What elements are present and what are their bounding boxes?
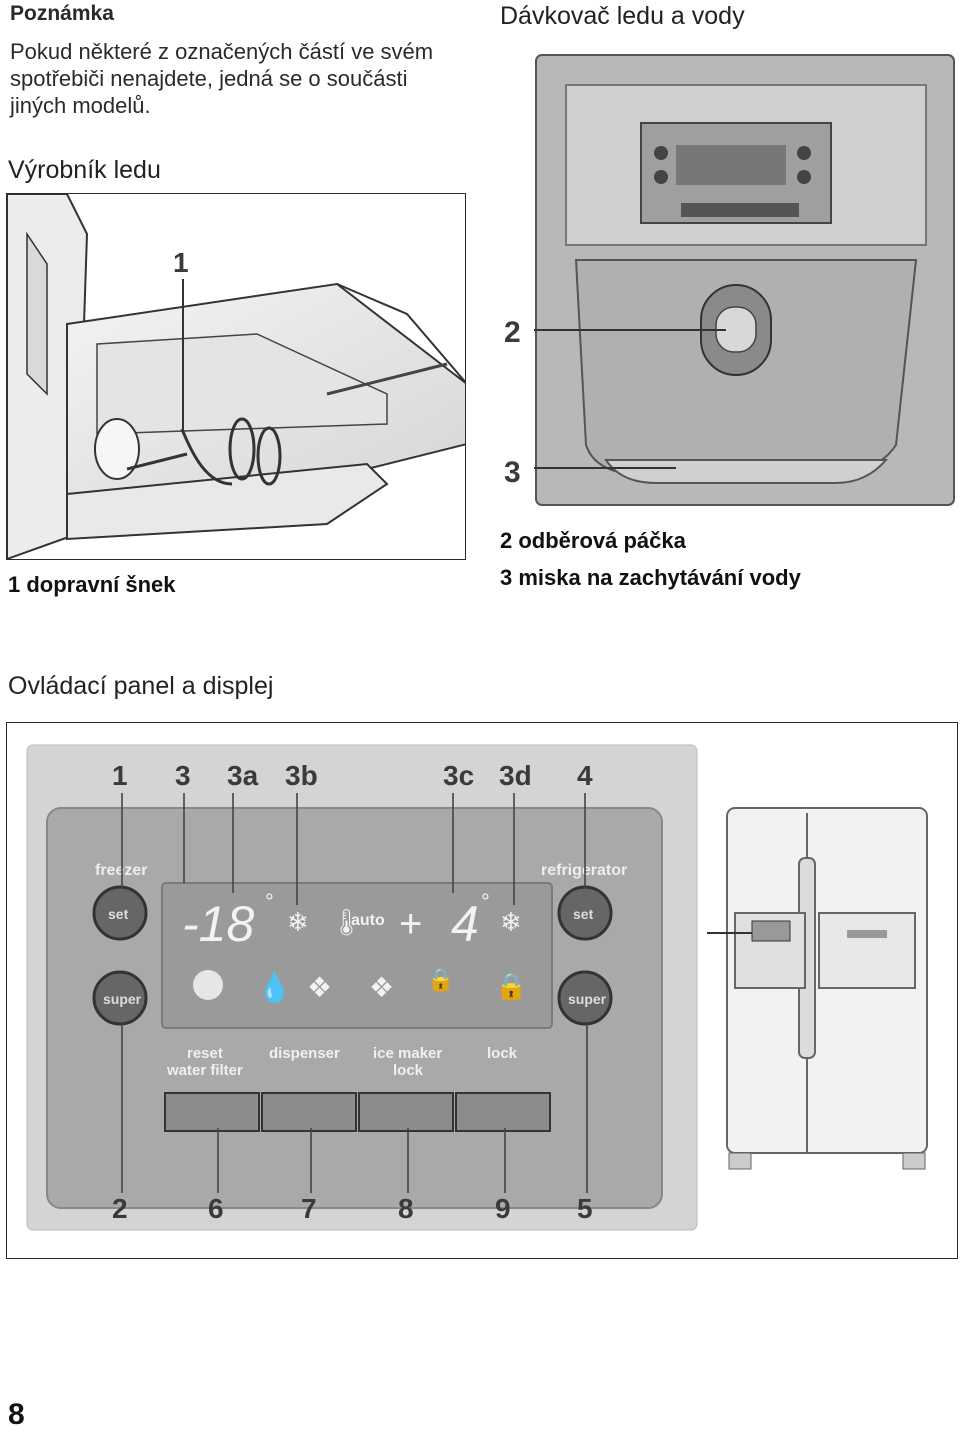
note-text: Pokud některé z označených částí ve svém…	[10, 38, 490, 119]
super-label: super	[103, 991, 142, 1007]
control-panel-illustration: 1 3 3a 3b 3c 3d 4 freezer refrigerator s…	[26, 744, 928, 1231]
callout-label: 2	[112, 1193, 128, 1224]
reset-water-filter-button[interactable]	[164, 1092, 260, 1132]
fridge-super-button[interactable]: super	[557, 970, 613, 1026]
dispenser-label: dispenser	[269, 1045, 340, 1062]
ice-maker-illustration: 1	[7, 194, 465, 559]
auto-label: auto	[351, 912, 385, 929]
refrigerator-illustration	[707, 807, 928, 1170]
set-label: set	[108, 906, 129, 922]
dispenser-button[interactable]	[261, 1092, 357, 1132]
ice-maker-lock-button[interactable]	[358, 1092, 454, 1132]
freezer-set-button[interactable]: set	[92, 885, 148, 941]
ice-maker-figure: 1	[6, 193, 466, 560]
degree-symbol: °	[265, 889, 274, 914]
dispenser-caption-3: 3 miska na zachytávání vody	[500, 565, 801, 590]
callout-label: 3b	[285, 760, 318, 791]
callout-label: 4	[577, 760, 593, 791]
water-filter-label: water filter	[166, 1062, 243, 1079]
freezer-temperature: -18	[182, 896, 254, 952]
ice-maker-label: ice maker	[373, 1045, 442, 1062]
refrigerator-label: refrigerator	[541, 862, 627, 879]
fridge-set-button[interactable]: set	[557, 885, 613, 941]
ice-cubes-icon: ❖	[369, 972, 394, 1003]
thermometer-icon: 🌡	[330, 907, 363, 937]
note-line: jiných modelů.	[10, 93, 151, 118]
bottom-callouts: 2 6 7 8 9 5	[112, 1193, 593, 1224]
lock-label: lock	[487, 1045, 518, 1062]
callout-label: 3	[175, 760, 191, 791]
callout-label: 7	[301, 1193, 317, 1224]
note-title: Poznámka	[10, 2, 114, 25]
callout-label: 6	[208, 1193, 224, 1224]
snowflake-icon: ❄	[500, 907, 522, 937]
callout-label: 2	[504, 316, 521, 349]
callout-label: 5	[577, 1193, 593, 1224]
control-panel-figure: 1 3 3a 3b 3c 3d 4 freezer refrigerator s…	[6, 722, 958, 1259]
ice-maker-heading: Výrobník ledu	[8, 156, 161, 184]
set-label: set	[573, 906, 594, 922]
super-label: super	[568, 991, 607, 1007]
ice-maker-lock-label: lock	[393, 1062, 424, 1079]
fridge-temperature: 4	[451, 896, 479, 952]
crushed-ice-icon: ❖	[307, 972, 332, 1003]
dispenser-figure: 2 3	[496, 45, 956, 515]
top-callouts: 1 3 3a 3b 3c 3d 4	[112, 760, 593, 791]
dispenser-caption-2: 2 odběrová páčka	[500, 528, 686, 553]
callout-label: 3d	[499, 760, 532, 791]
note-line: spotřebiči nenajdete, jedná se o součást…	[10, 66, 408, 91]
reset-label: reset	[187, 1045, 223, 1062]
filter-indicator-icon	[193, 970, 223, 1000]
lock-button[interactable]	[455, 1092, 551, 1132]
degree-symbol: °	[481, 889, 490, 914]
dispenser-heading: Dávkovač ledu a vody	[500, 2, 745, 30]
callout-label: 3c	[443, 760, 474, 791]
ice-maker-caption: 1 dopravní šnek	[8, 572, 176, 597]
callout-label: 8	[398, 1193, 414, 1224]
dispenser-illustration: 2 3	[504, 54, 955, 506]
water-drop-icon: 💧	[257, 971, 292, 1004]
freezer-super-button[interactable]: super	[92, 970, 148, 1026]
page-number: 8	[8, 1398, 25, 1431]
lock-icon: 🔒	[495, 971, 527, 1001]
plus-icon: +	[399, 902, 422, 946]
callout-label: 1	[173, 247, 189, 278]
callout-label: 3a	[227, 760, 259, 791]
callout-label: 9	[495, 1193, 511, 1224]
note-line: Pokud některé z označených částí ve svém	[10, 39, 434, 64]
control-panel-heading: Ovládací panel a displej	[8, 672, 274, 700]
snowflake-icon: ❄	[287, 907, 309, 937]
ice-maker-lock-icon: 🔒	[427, 967, 454, 992]
callout-label: 1	[112, 760, 128, 791]
callout-label: 3	[504, 456, 521, 489]
